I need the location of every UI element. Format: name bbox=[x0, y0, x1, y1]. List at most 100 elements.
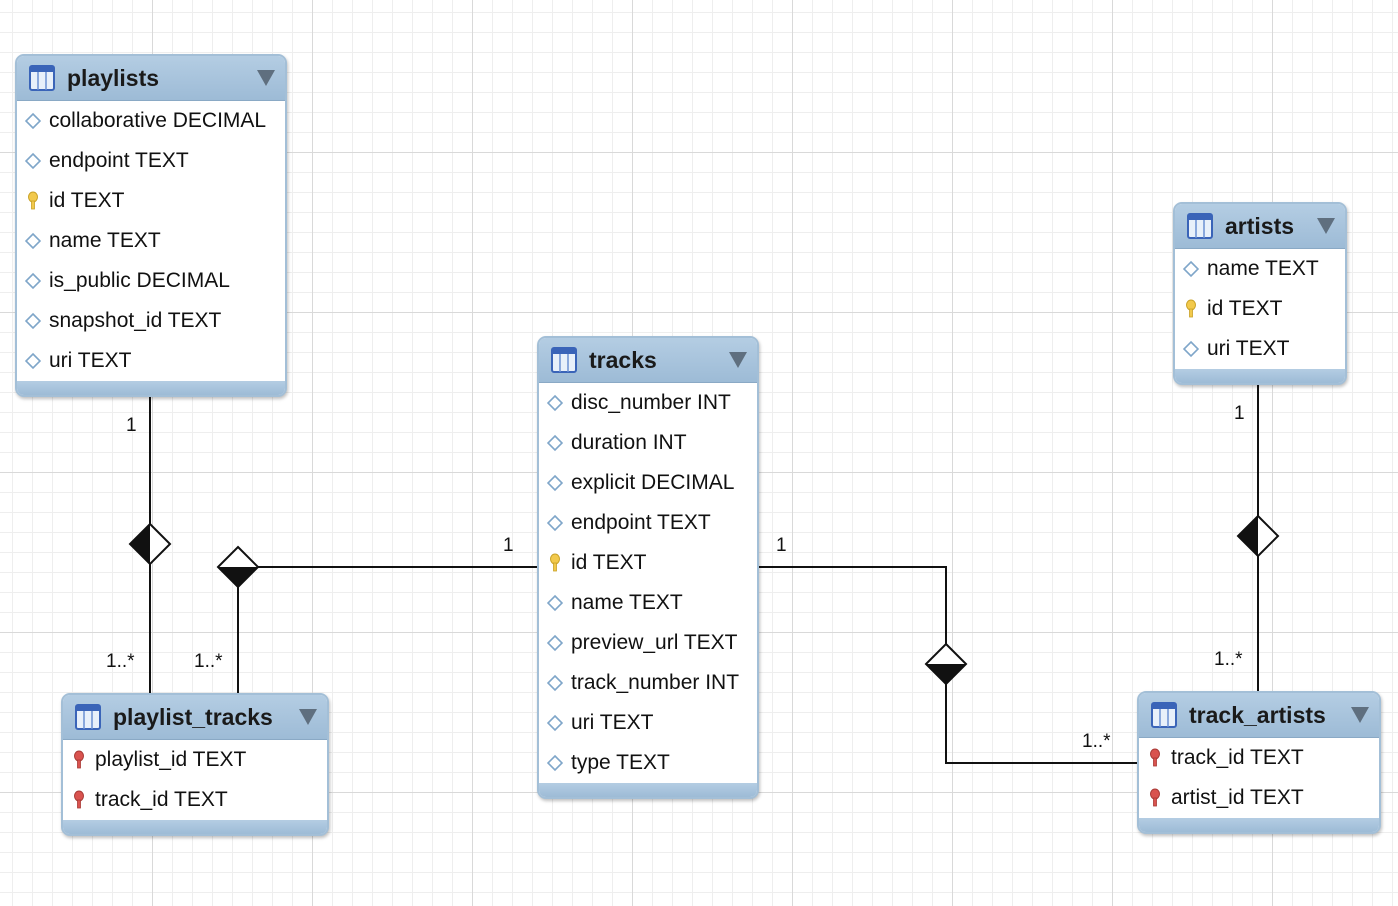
primary-key-icon bbox=[547, 553, 563, 573]
column-row[interactable]: is_public DECIMAL bbox=[17, 261, 285, 301]
table-footer bbox=[63, 820, 327, 834]
column-row[interactable]: id TEXT bbox=[17, 181, 285, 221]
table-title: playlists bbox=[67, 64, 160, 91]
table-footer bbox=[539, 783, 757, 797]
column-name: snapshot_id TEXT bbox=[49, 309, 222, 332]
table-footer bbox=[17, 381, 285, 395]
relationship-playlists-playlist-tracks[interactable]: 1 1..* bbox=[106, 396, 172, 693]
column-diamond-icon bbox=[546, 513, 564, 533]
cardinality-label: 1..* bbox=[1082, 731, 1111, 752]
column-row[interactable]: endpoint TEXT bbox=[539, 503, 757, 543]
column-row[interactable]: collaborative DECIMAL bbox=[17, 101, 285, 141]
table-icon bbox=[75, 704, 101, 730]
table-title: playlist_tracks bbox=[113, 703, 273, 730]
relationship-artists-track-artists[interactable]: 1 1..* bbox=[1214, 383, 1280, 691]
column-name: id TEXT bbox=[1207, 297, 1283, 320]
column-diamond-icon bbox=[1182, 339, 1200, 359]
dropdown-triangle-icon[interactable] bbox=[1351, 707, 1369, 723]
column-row[interactable]: name TEXT bbox=[17, 221, 285, 261]
column-name: name TEXT bbox=[49, 229, 161, 252]
table-title: artists bbox=[1225, 212, 1295, 239]
dropdown-triangle-icon[interactable] bbox=[1317, 218, 1335, 234]
primary-key-icon bbox=[1183, 299, 1199, 319]
foreign-key-icon bbox=[1147, 748, 1163, 768]
column-row[interactable]: duration INT bbox=[539, 423, 757, 463]
dropdown-triangle-icon[interactable] bbox=[257, 70, 275, 86]
column-diamond-icon bbox=[24, 231, 42, 251]
table-icon bbox=[29, 65, 55, 91]
column-list: playlist_id TEXT track_id TEXT bbox=[63, 740, 327, 820]
cardinality-label: 1..* bbox=[106, 651, 135, 672]
dropdown-triangle-icon[interactable] bbox=[729, 352, 747, 368]
table-icon bbox=[1151, 702, 1177, 728]
dropdown-triangle-icon[interactable] bbox=[299, 709, 317, 725]
column-diamond-icon bbox=[546, 473, 564, 493]
column-name: name TEXT bbox=[1207, 257, 1319, 280]
column-name: uri TEXT bbox=[49, 349, 132, 372]
column-row[interactable]: endpoint TEXT bbox=[17, 141, 285, 181]
column-diamond-icon bbox=[546, 393, 564, 413]
table-artists[interactable]: artists name TEXT id TEXT uri TEXT bbox=[1173, 202, 1347, 385]
column-row[interactable]: uri TEXT bbox=[539, 703, 757, 743]
cardinality-label: 1 bbox=[776, 535, 787, 556]
column-row[interactable]: name TEXT bbox=[1175, 249, 1345, 289]
table-footer bbox=[1139, 818, 1379, 832]
cardinality-label: 1..* bbox=[194, 651, 223, 672]
column-row[interactable]: track_id TEXT bbox=[63, 780, 327, 820]
table-header[interactable]: track_artists bbox=[1139, 693, 1379, 738]
column-name: uri TEXT bbox=[1207, 337, 1290, 360]
cardinality-label: 1 bbox=[1234, 403, 1245, 424]
column-diamond-icon bbox=[546, 593, 564, 613]
column-name: playlist_id TEXT bbox=[95, 748, 247, 771]
table-header[interactable]: playlist_tracks bbox=[63, 695, 327, 740]
column-row[interactable]: playlist_id TEXT bbox=[63, 740, 327, 780]
column-diamond-icon bbox=[24, 271, 42, 291]
table-title: track_artists bbox=[1189, 701, 1326, 728]
table-header[interactable]: artists bbox=[1175, 204, 1345, 249]
column-name: id TEXT bbox=[571, 551, 647, 574]
column-name: track_id TEXT bbox=[1171, 746, 1304, 769]
column-row[interactable]: track_id TEXT bbox=[1139, 738, 1379, 778]
cardinality-label: 1 bbox=[503, 535, 514, 556]
table-track-artists[interactable]: track_artists track_id TEXT artist_id TEX… bbox=[1137, 691, 1381, 834]
column-name: type TEXT bbox=[571, 751, 670, 774]
column-list: track_id TEXT artist_id TEXT bbox=[1139, 738, 1379, 818]
column-diamond-icon bbox=[24, 351, 42, 371]
column-row[interactable]: id TEXT bbox=[1175, 289, 1345, 329]
table-header[interactable]: tracks bbox=[539, 338, 757, 383]
table-icon bbox=[1187, 213, 1213, 239]
column-row[interactable]: explicit DECIMAL bbox=[539, 463, 757, 503]
table-playlist-tracks[interactable]: playlist_tracks playlist_id TEXT track_id… bbox=[61, 693, 329, 836]
column-row[interactable]: artist_id TEXT bbox=[1139, 778, 1379, 818]
relationship-tracks-playlist-tracks[interactable]: 1 1..* bbox=[194, 535, 538, 693]
column-diamond-icon bbox=[546, 433, 564, 453]
column-diamond-icon bbox=[546, 633, 564, 653]
column-name: id TEXT bbox=[49, 189, 125, 212]
column-row[interactable]: uri TEXT bbox=[1175, 329, 1345, 369]
foreign-key-icon bbox=[1147, 788, 1163, 808]
table-footer bbox=[1175, 369, 1345, 383]
primary-key-icon bbox=[25, 191, 41, 211]
foreign-key-icon bbox=[71, 750, 87, 770]
column-name: preview_url TEXT bbox=[571, 631, 738, 654]
cardinality-label: 1 bbox=[126, 415, 137, 436]
column-name: artist_id TEXT bbox=[1171, 786, 1304, 809]
column-row[interactable]: track_number INT bbox=[539, 663, 757, 703]
relationship-tracks-track-artists[interactable]: 1 1..* bbox=[757, 535, 1138, 764]
column-row[interactable]: disc_number INT bbox=[539, 383, 757, 423]
column-name: is_public DECIMAL bbox=[49, 269, 230, 292]
column-row[interactable]: id TEXT bbox=[539, 543, 757, 583]
column-name: endpoint TEXT bbox=[571, 511, 711, 534]
column-row[interactable]: snapshot_id TEXT bbox=[17, 301, 285, 341]
column-name: uri TEXT bbox=[571, 711, 654, 734]
column-row[interactable]: name TEXT bbox=[539, 583, 757, 623]
column-row[interactable]: preview_url TEXT bbox=[539, 623, 757, 663]
column-row[interactable]: type TEXT bbox=[539, 743, 757, 783]
table-header[interactable]: playlists bbox=[17, 56, 285, 101]
column-row[interactable]: uri TEXT bbox=[17, 341, 285, 381]
